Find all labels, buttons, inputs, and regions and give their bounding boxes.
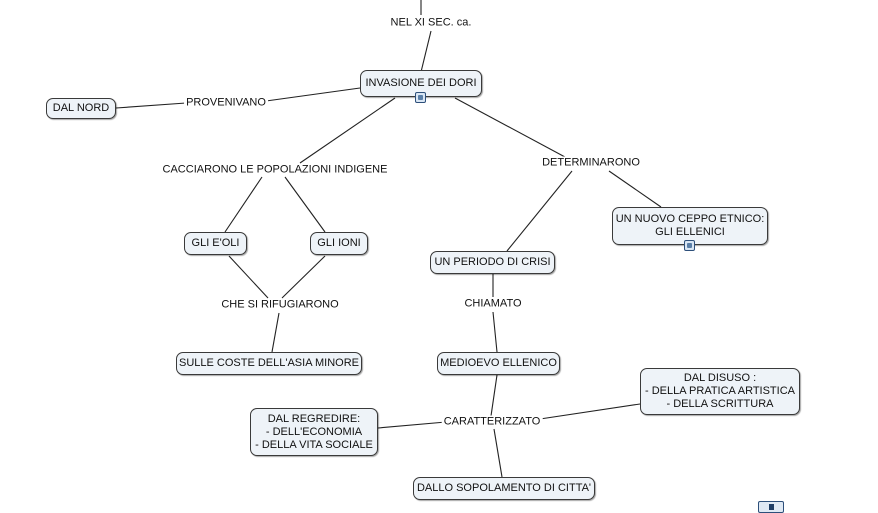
connector-line <box>284 176 326 233</box>
connector-line <box>228 255 269 299</box>
connector-line <box>490 374 498 417</box>
connector-line <box>493 428 503 478</box>
page-indicator-icon[interactable] <box>758 501 784 513</box>
link-label-cacciarono: CACCIARONO LE POPOLAZIONI INDIGENE <box>160 163 390 177</box>
image-resource-icon[interactable] <box>415 92 426 103</box>
concept-label: SULLE COSTE DELL'ASIA MINORE <box>179 357 359 369</box>
concept-dal-disuso[interactable]: DAL DISUSO : - DELLA PRATICA ARTISTICA -… <box>640 368 800 415</box>
people-resource-icon[interactable] <box>684 240 695 251</box>
concept-label: DAL DISUSO : <box>683 372 757 384</box>
concept-label: DAL NORD <box>52 102 110 114</box>
link-label-rifugiarono: CHE SI RIFUGIARONO <box>219 298 341 312</box>
connector-line <box>506 170 573 252</box>
connector-line <box>281 255 326 299</box>
concept-label: INVASIONE DEI DORI <box>365 77 477 89</box>
connector-line <box>115 102 187 109</box>
connector-line <box>224 176 263 233</box>
concept-label: DAL REGREDIRE: <box>267 412 361 425</box>
concept-label: - DELL'ECONOMIA <box>265 425 363 438</box>
concept-label: UN PERIODO DI CRISI <box>434 256 551 268</box>
concept-coste-asia-minore[interactable]: SULLE COSTE DELL'ASIA MINORE <box>176 352 362 375</box>
link-label-caratterizzato: CARATTERIZZATO <box>441 415 543 429</box>
concept-label: GLI ELLENICI <box>655 226 725 238</box>
connector-line <box>265 87 361 102</box>
concept-label: GLI E'OLI <box>191 237 240 249</box>
concept-label: - DELLA VITA SOCIALE <box>255 438 373 451</box>
concept-label: DALLO SOPOLAMENTO DI CITTA' <box>416 482 592 494</box>
connector-line <box>454 97 566 158</box>
connector-line <box>271 312 280 353</box>
concept-label: UN NUOVO CEPPO ETNICO: <box>615 213 765 225</box>
connector-line <box>608 170 662 208</box>
concept-label: - DELLA PRATICA ARTISTICA <box>645 385 795 397</box>
link-label-provenivano: PROVENIVANO <box>184 96 268 110</box>
connector-line <box>539 403 641 420</box>
concept-medioevo-ellenico[interactable]: MEDIOEVO ELLENICO <box>437 352 560 375</box>
concept-gli-eoli[interactable]: GLI E'OLI <box>184 232 247 255</box>
connector-line <box>299 97 396 164</box>
link-label-determinarono: DETERMINARONO <box>540 156 642 170</box>
concept-dal-nord[interactable]: DAL NORD <box>46 98 116 119</box>
concept-label: - DELLA SCRITTURA <box>666 398 774 410</box>
concept-periodo-di-crisi[interactable]: UN PERIODO DI CRISI <box>430 251 555 274</box>
connector-line <box>377 421 447 429</box>
connector-line <box>420 30 432 73</box>
concept-dal-regredire[interactable]: DAL REGREDIRE: - DELL'ECONOMIA - DELLA V… <box>250 408 378 456</box>
link-label-chiamato: CHIAMATO <box>462 297 524 311</box>
concept-label: GLI IONI <box>317 237 361 249</box>
connector-line <box>492 311 498 353</box>
concept-spopolamento-citta[interactable]: DALLO SOPOLAMENTO DI CITTA' <box>413 477 595 500</box>
link-label-xi-secolo: NEL XI SEC. ca. <box>388 16 474 30</box>
concept-label: MEDIOEVO ELLENICO <box>440 357 557 369</box>
concept-gli-ioni[interactable]: GLI IONI <box>310 232 368 255</box>
